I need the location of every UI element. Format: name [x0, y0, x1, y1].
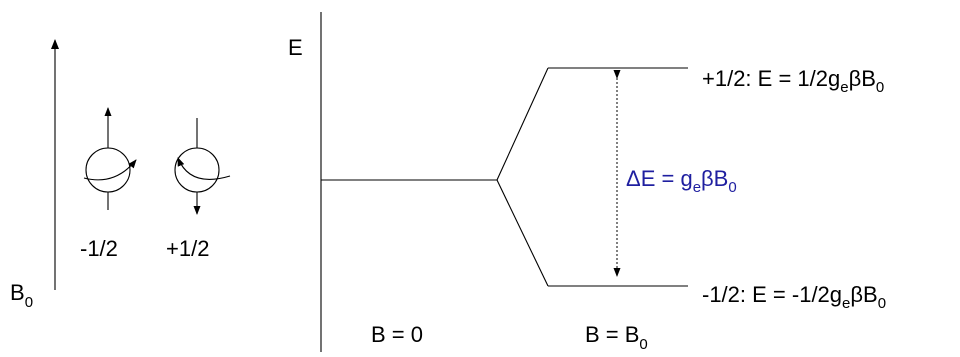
spin-label-plus-half: +1/2	[166, 236, 209, 261]
field-label: B0	[10, 280, 33, 311]
lower-split-line	[497, 180, 548, 286]
energy-gap-label: ΔE = geβB0	[626, 166, 737, 196]
upper-level-label: +1/2: E = 1/2geβB0	[702, 66, 884, 96]
energy-axis-label: E	[288, 35, 303, 60]
spin-up-electron-icon	[175, 118, 230, 214]
spin-down-electron-icon	[84, 108, 136, 210]
lower-level-label: -1/2: E = -1/2geβB0	[702, 282, 886, 312]
zero-field-label: B = 0	[371, 322, 423, 347]
spin-label-minus-half: -1/2	[80, 236, 118, 261]
applied-field-label: B = B0	[585, 322, 648, 353]
upper-split-line	[497, 68, 548, 180]
